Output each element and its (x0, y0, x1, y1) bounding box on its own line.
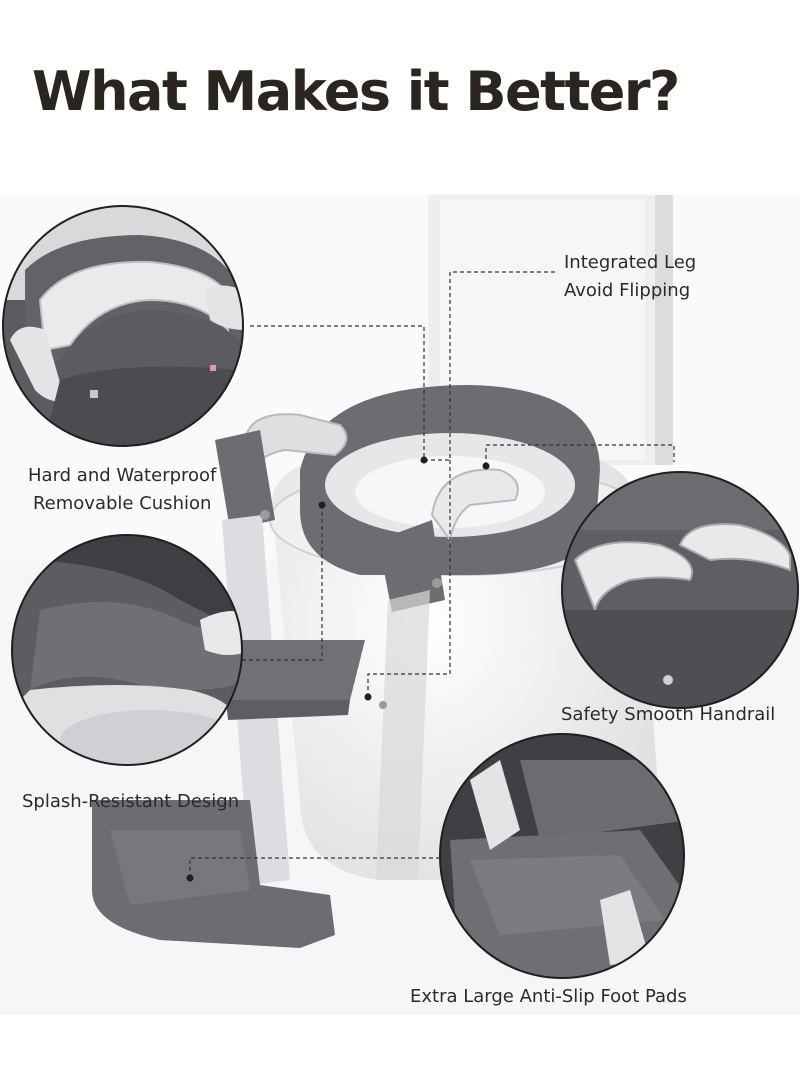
leader-cushion (250, 325, 425, 460)
zoom-splash (11, 534, 243, 766)
zoom-footpads (439, 733, 685, 979)
integrated-leg-line1: Integrated Leg (564, 252, 697, 273)
leader-dots (186, 456, 490, 882)
handrail-label: Safety Smooth Handrail (561, 704, 776, 725)
cushion-line1: Hard and Waterproof (28, 465, 217, 486)
cushion-label: Hard and Waterproof Removable Cushion (28, 462, 216, 518)
integrated-leg-label: Integrated Leg Avoid Flipping (564, 249, 696, 305)
footpads-label: Extra Large Anti-Slip Foot Pads (410, 986, 687, 1007)
integrated-leg-line2: Avoid Flipping (564, 280, 691, 301)
zoom-handrail (561, 471, 799, 709)
zoom-cushion (2, 205, 244, 447)
leader-splash (240, 505, 323, 661)
leader-lines (189, 271, 675, 878)
leader-rail (367, 460, 451, 697)
page-title: What Makes it Better? (32, 60, 680, 123)
leader-handrail (485, 444, 675, 466)
leader-leg (424, 271, 555, 461)
cushion-line2: Removable Cushion (32, 493, 212, 514)
splash-label: Splash-Resistant Design (22, 791, 240, 812)
